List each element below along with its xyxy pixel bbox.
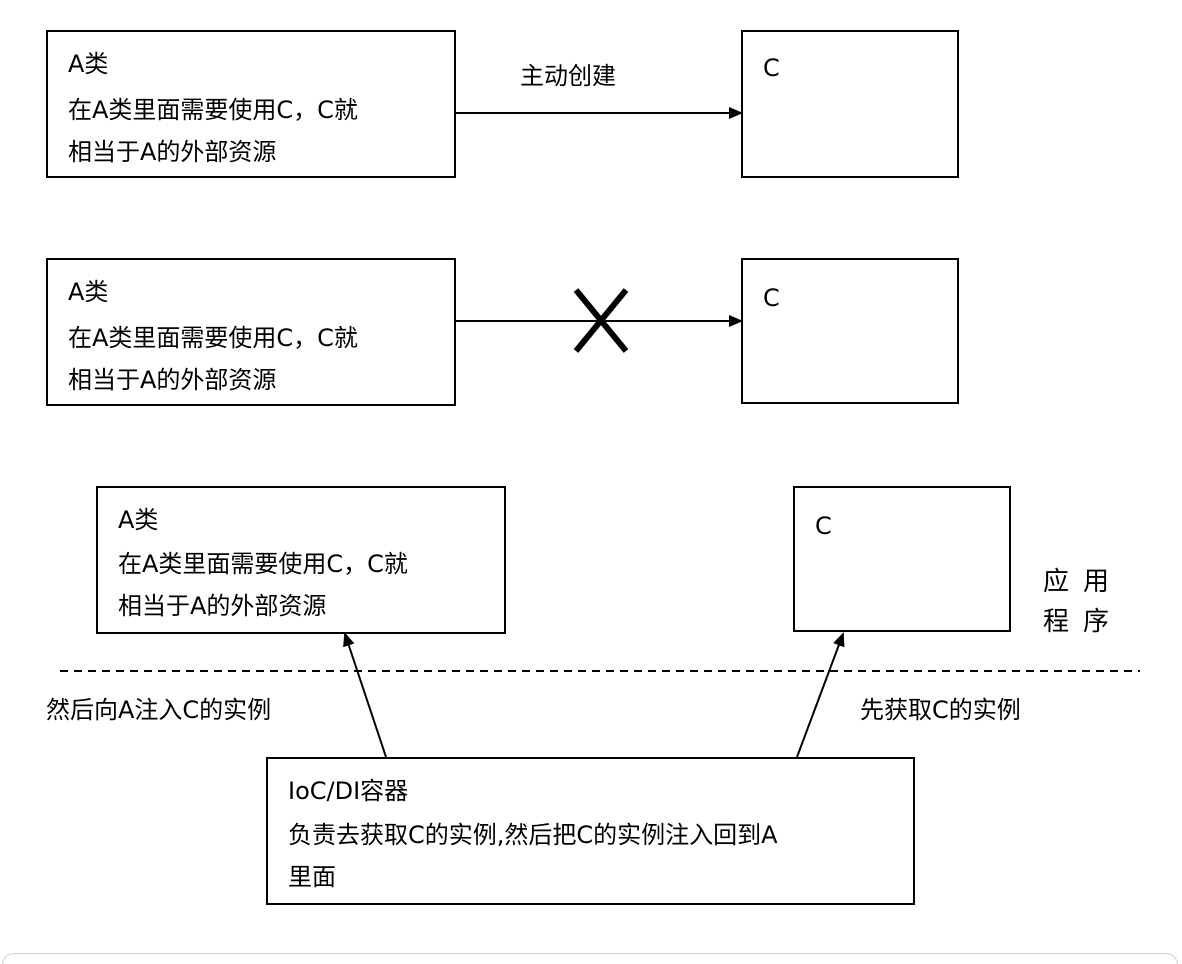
- container-title: IoC/DI容器: [288, 777, 409, 805]
- row3-c-box: C: [793, 486, 1011, 632]
- row3-class-a-box: A类 在A类里面需要使用C，C就 相当于A的外部资源: [96, 486, 506, 634]
- class-a-title: A类: [68, 278, 109, 306]
- class-a-desc-line2: 相当于A的外部资源: [68, 138, 277, 166]
- fetch-arrow-label: 先获取C的实例: [860, 696, 1021, 724]
- inject-arrow: [343, 632, 387, 758]
- class-a-desc-line1: 在A类里面需要使用C，C就: [68, 96, 358, 124]
- ioc-di-container-box: IoC/DI容器 负责去获取C的实例,然后把C的实例注入回到A 里面: [266, 757, 915, 905]
- container-desc-line2: 里面: [288, 863, 336, 891]
- application-label-line1: 应用: [1043, 567, 1124, 597]
- row1-arrow-label: 主动创建: [520, 62, 616, 90]
- c-box-label: C: [763, 284, 780, 312]
- container-desc-line1: 负责去获取C的实例,然后把C的实例注入回到A: [288, 821, 778, 849]
- application-label-line2: 程序: [1043, 607, 1124, 637]
- class-a-desc-line1: 在A类里面需要使用C，C就: [118, 550, 408, 578]
- bottom-frame-edge: [2, 953, 1178, 964]
- row1-class-a-box: A类 在A类里面需要使用C，C就 相当于A的外部资源: [46, 30, 456, 178]
- fetch-arrow: [796, 632, 845, 758]
- class-a-title: A类: [68, 50, 109, 78]
- class-a-desc-line2: 相当于A的外部资源: [118, 592, 327, 620]
- row2-class-a-box: A类 在A类里面需要使用C，C就 相当于A的外部资源: [46, 258, 456, 406]
- inject-arrow-label: 然后向A注入C的实例: [46, 696, 272, 724]
- class-a-title: A类: [118, 506, 159, 534]
- row1-c-box: C: [741, 30, 959, 178]
- row2-c-box: C: [741, 258, 959, 404]
- class-a-desc-line2: 相当于A的外部资源: [68, 366, 277, 394]
- c-box-label: C: [763, 54, 780, 82]
- c-box-label: C: [815, 512, 832, 540]
- class-a-desc-line1: 在A类里面需要使用C，C就: [68, 324, 358, 352]
- blocked-cross-icon: [573, 288, 629, 353]
